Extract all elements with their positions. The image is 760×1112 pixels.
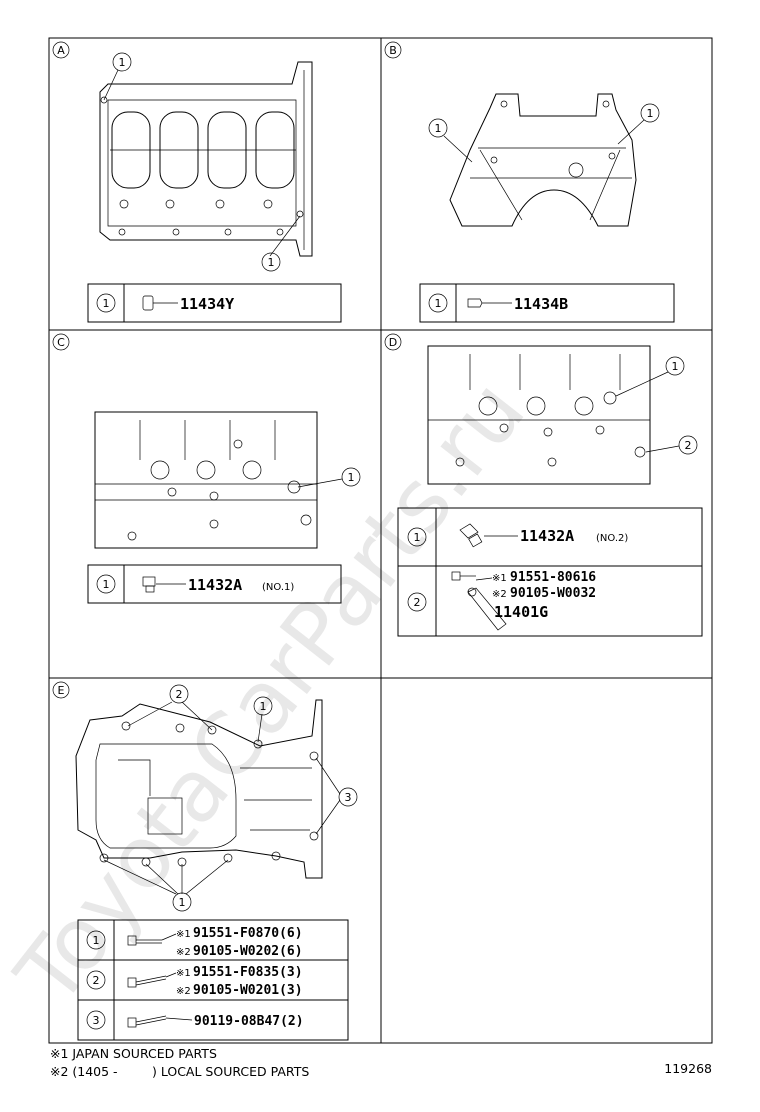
- part-number: 11401G: [494, 603, 548, 621]
- part-note: (NO.2): [596, 533, 628, 544]
- svg-text:2: 2: [685, 439, 692, 452]
- cylinder-block-side-view: [427, 345, 651, 485]
- svg-text:1: 1: [435, 122, 442, 135]
- svg-text:※2: ※2: [492, 589, 507, 600]
- footnote-japan: ※1 JAPAN SOURCED PARTS: [50, 1046, 217, 1061]
- part-number: 91551-F0835(3): [193, 965, 303, 980]
- callout: 1: [103, 859, 229, 912]
- part-number: 11432A: [520, 527, 574, 545]
- callout: 1: [428, 118, 473, 163]
- panel-b: B 1 1 1: [384, 41, 675, 323]
- svg-text:D: D: [389, 336, 397, 349]
- legend-table: 1 ※1 91551-F0870(6) ※2 90105-W0202(6) 2 …: [77, 919, 349, 1041]
- watermark: ToyotaCarParts.ru: [0, 362, 545, 1024]
- plug-icon: [467, 298, 483, 308]
- svg-text:1: 1: [348, 471, 355, 484]
- oil-pan-view: [75, 699, 323, 879]
- plug-icon: [142, 576, 156, 593]
- svg-text:3: 3: [345, 791, 352, 804]
- bolt-icon: [127, 935, 162, 946]
- sensor-icon: [467, 587, 507, 631]
- plug-icon: [142, 295, 154, 311]
- svg-text:E: E: [58, 684, 65, 697]
- part-number: 90105-W0032: [510, 586, 596, 601]
- callout: 1: [261, 215, 301, 272]
- svg-text:1: 1: [672, 360, 679, 373]
- part-note: (NO.1): [262, 582, 294, 593]
- legend-table: 1 11434B: [419, 283, 675, 323]
- legend-table: 1 11432A (NO.2) 2 ※1 91551-80616 ※2 9010…: [397, 507, 703, 637]
- svg-text:3: 3: [93, 1014, 100, 1027]
- legend-table: 1 11432A (NO.1): [87, 564, 342, 604]
- svg-text:1: 1: [647, 107, 654, 120]
- callout: 3: [315, 757, 358, 835]
- part-number: 90105-W0202(6): [193, 944, 303, 959]
- callout: 1: [297, 467, 361, 488]
- callout: 1: [615, 356, 685, 397]
- svg-text:1: 1: [93, 934, 100, 947]
- cylinder-block-rear-view: [449, 93, 637, 227]
- part-number: 90105-W0201(3): [193, 983, 303, 998]
- figure-number: 119268: [664, 1061, 712, 1076]
- plug-icon: [459, 523, 483, 548]
- part-number: 11434Y: [180, 295, 234, 313]
- callout: 1: [253, 696, 273, 743]
- part-number: 11432A: [188, 576, 242, 594]
- svg-text:1: 1: [268, 256, 275, 269]
- svg-text:1: 1: [414, 531, 421, 544]
- panel-a: A 1 1: [52, 41, 342, 323]
- footer-notes: ※1 JAPAN SOURCED PARTS ※2 (1405 - ) LOCA…: [50, 1046, 712, 1079]
- svg-text:※2: ※2: [176, 986, 191, 997]
- part-number: 11434B: [514, 295, 568, 313]
- part-number: 91551-F0870(6): [193, 926, 303, 941]
- svg-text:※1: ※1: [176, 929, 191, 940]
- svg-text:2: 2: [176, 688, 183, 701]
- panel-grid: [48, 37, 713, 1044]
- part-number: 90119-08B47(2): [194, 1014, 304, 1029]
- callout: 2: [127, 684, 213, 731]
- svg-text:B: B: [389, 44, 397, 57]
- svg-text:1: 1: [435, 297, 442, 310]
- svg-text:1: 1: [103, 578, 110, 591]
- panel-c: C 1 1: [52, 333, 361, 604]
- svg-text:2: 2: [93, 974, 100, 987]
- footnote-local-prefix: ※2 (1405 -: [50, 1064, 118, 1079]
- bolt-icon: [451, 571, 476, 581]
- legend-number: 1: [103, 297, 110, 310]
- callout: 2: [645, 435, 698, 455]
- svg-text:1: 1: [179, 896, 186, 909]
- legend-table: 1 11434Y: [87, 283, 342, 323]
- callout: 1: [617, 103, 660, 145]
- svg-text:※1: ※1: [176, 968, 191, 979]
- svg-text:1: 1: [260, 700, 267, 713]
- svg-text:1: 1: [119, 56, 126, 69]
- svg-text:2: 2: [414, 596, 421, 609]
- bolt-icon: [127, 975, 167, 988]
- panel-e: E 2 1: [52, 681, 358, 1041]
- cylinder-block-side-view: [94, 411, 318, 549]
- cylinder-block-top-view: [99, 61, 313, 257]
- callout: 1: [103, 52, 132, 101]
- svg-text:C: C: [57, 336, 65, 349]
- panel-label: A: [57, 44, 65, 57]
- bolt-icon: [127, 1015, 167, 1028]
- svg-text:※1: ※1: [492, 573, 507, 584]
- svg-text:※2: ※2: [176, 947, 191, 958]
- panel-d: D 1 2: [384, 333, 703, 637]
- footnote-local-suffix: ) LOCAL SOURCED PARTS: [152, 1064, 309, 1079]
- part-number: 91551-80616: [510, 570, 596, 585]
